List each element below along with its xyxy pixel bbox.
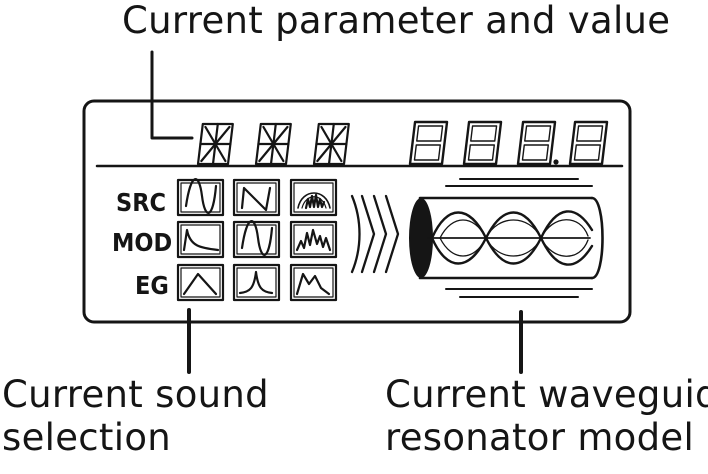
row-label-mod: MOD <box>112 228 172 257</box>
callout-resonator-line2: resonator model <box>385 415 695 459</box>
callout-sound-line1: Current sound <box>2 373 269 416</box>
chevron-arrows-icon <box>350 194 400 274</box>
alpha-segment-char <box>312 122 350 166</box>
double-peak-envelope-icon <box>289 263 338 302</box>
row-label-eg: EG <box>135 271 169 300</box>
numeric-segment-digit <box>568 120 609 166</box>
decay-envelope-icon <box>176 220 225 259</box>
numeric-segment-digit <box>462 120 503 166</box>
leader-line-parameter <box>150 50 194 140</box>
alpha-segment-char <box>254 122 292 166</box>
callout-parameter-value: Current parameter and value <box>122 0 671 42</box>
alpha-segment-char <box>196 122 234 166</box>
numeric-segment-digit <box>516 120 557 166</box>
sine-wave-icon <box>176 178 225 217</box>
sine-wave-icon <box>232 220 281 259</box>
sharp-peak-envelope-icon <box>232 263 281 302</box>
callout-resonator-model: Current waveguide resonator model <box>385 373 708 459</box>
waveguide-resonator-icon <box>409 178 604 298</box>
decimal-point <box>553 159 559 165</box>
callout-resonator-line1: Current waveguide <box>385 373 708 416</box>
lcd-frame <box>82 99 632 324</box>
row-label-src: SRC <box>116 188 166 217</box>
sawtooth-wave-icon <box>232 178 281 217</box>
noise-wave-icon <box>289 220 338 259</box>
numeric-display <box>408 120 609 166</box>
callout-sound-line2: selection <box>2 415 172 459</box>
callout-sound-selection: Current sound selection <box>2 373 269 459</box>
attack-decay-envelope-icon <box>176 263 225 302</box>
noise-burst-icon <box>289 178 338 217</box>
alpha-display <box>196 122 350 166</box>
numeric-segment-digit <box>408 120 449 166</box>
